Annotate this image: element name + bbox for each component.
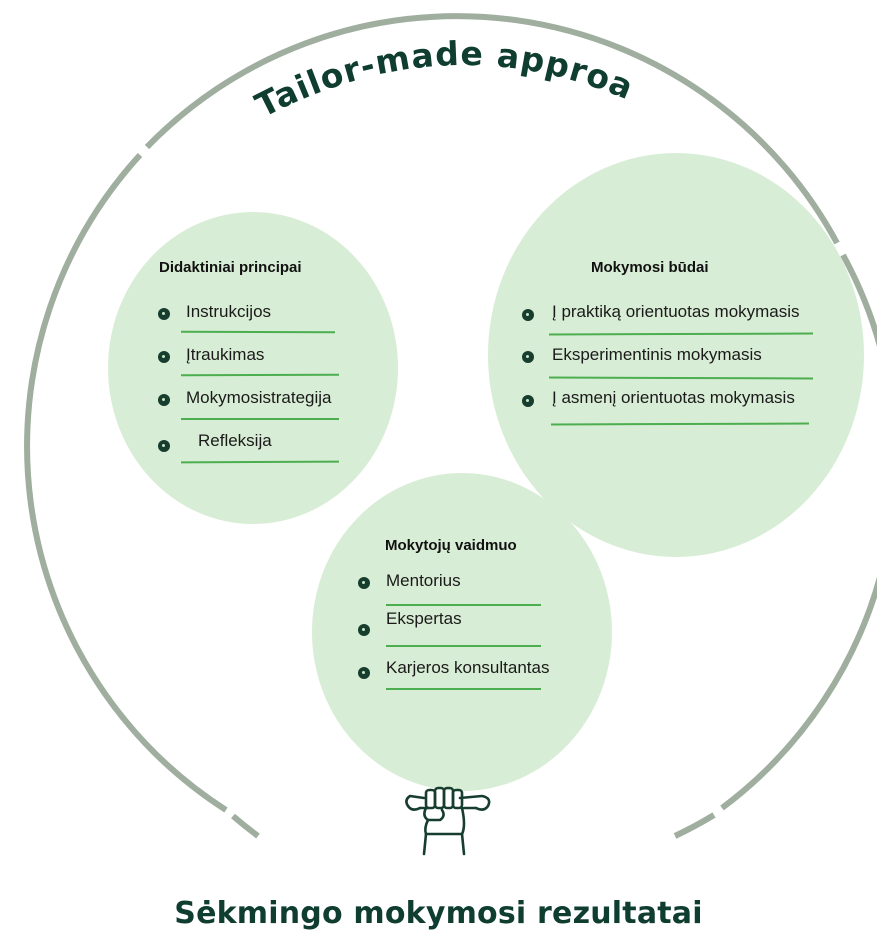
outer-title: Tailor-made approach [0,0,639,125]
bullet-icon [358,577,370,589]
ring-segment-right [720,253,877,811]
underline [386,688,541,690]
group-heading: Mokymosi būdai [591,259,709,276]
bullet-icon [158,394,170,406]
group-heading: Didaktiniai principai [159,259,302,276]
list-item: Karjeros konsultantas [386,658,550,677]
list-item: Instrukcijos [186,302,272,321]
bullet-icon [522,395,534,407]
list-item: Ekspertas [386,609,462,628]
bullet-icon [358,624,370,636]
outcomes-title: Sėkmingo mokymosi rezultatai [174,896,703,931]
bullet-icon [358,667,370,679]
list-item: Mentorius [386,571,461,590]
hand-holding-diploma-icon [405,786,491,856]
ring-segment-bottom-left [231,813,260,839]
bullet-icon [158,308,170,320]
bullet-icon [158,351,170,363]
bullet-icon [158,440,170,452]
list-item: Mokymosistrategija [186,388,332,407]
list-item: Eksperimentinis mokymasis [552,345,762,364]
underline [386,604,541,606]
bullet-icon [522,351,534,363]
bubble-teacher-role [312,473,612,791]
underline [181,418,339,420]
underline [386,645,541,647]
bubble-learning-methods [488,153,864,557]
group-heading: Mokytojų vaidmuo [385,537,517,554]
list-item: Į praktiką orientuotas mokymasis [552,302,800,321]
list-item: Refleksija [198,431,272,450]
ring-segment-bottom-right [673,812,716,839]
ring-segment-left [24,152,228,813]
bubble-didactic-principles [108,212,398,524]
list-item: Į asmenį orientuotas mokymasis [552,388,795,407]
list-item: Įtraukimas [186,345,265,364]
bullet-icon [522,309,534,321]
ring-segment-top [144,13,840,245]
